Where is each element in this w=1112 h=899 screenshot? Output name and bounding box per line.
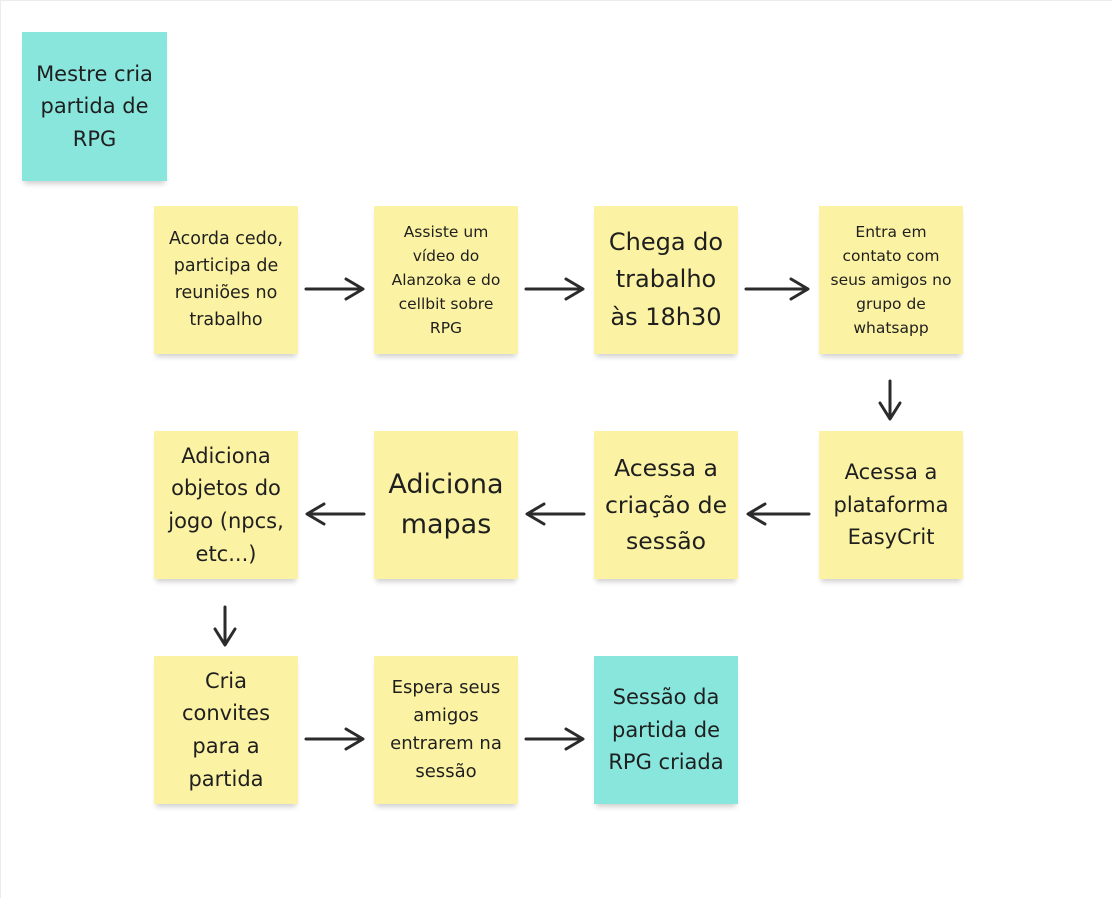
arrow-right-icon (304, 727, 365, 751)
sticky-note-8[interactable]: Adiciona objetos do jogo (npcs, etc...) (154, 431, 298, 579)
sticky-note-text: Cria convites para a partida (181, 668, 271, 791)
sticky-note-start[interactable]: Mestre cria partida de RPG (22, 32, 167, 181)
arrow-right-icon (524, 727, 585, 751)
sticky-note-text: Assiste um vídeo do Alanzoka e do cellbi… (391, 222, 501, 338)
sticky-note-text: Mestre cria partida de RPG (36, 61, 153, 151)
arrow-left-icon (746, 502, 811, 526)
arrow-right-icon (304, 277, 365, 301)
arrow-right-icon (744, 277, 810, 301)
sticky-note-text: Adiciona mapas (388, 468, 504, 541)
sticky-note-text: Acessa a criação de sessão (604, 454, 728, 556)
sticky-note-3[interactable]: Chega do trabalho às 18h30 (594, 206, 738, 354)
arrow-left-icon (525, 502, 586, 526)
arrow-down-icon (213, 605, 237, 647)
sticky-note-text: Entra em contato com seus amigos no grup… (830, 222, 952, 338)
sticky-note-10[interactable]: Espera seus amigos entrarem na sessão (374, 656, 518, 804)
arrow-left-icon (305, 502, 366, 526)
arrow-down-icon (878, 379, 902, 421)
sticky-note-text: Adiciona objetos do jogo (npcs, etc...) (168, 443, 284, 566)
sticky-note-text: Espera seus amigos entrarem na sessão (390, 677, 502, 782)
sticky-note-2[interactable]: Assiste um vídeo do Alanzoka e do cellbi… (374, 206, 518, 354)
arrow-right-icon (524, 277, 585, 301)
sticky-note-9[interactable]: Cria convites para a partida (154, 656, 298, 804)
sticky-note-text: Sessão da partida de RPG criada (608, 685, 724, 775)
sticky-note-5[interactable]: Acessa a plataforma EasyCrit (819, 431, 963, 579)
sticky-note-7[interactable]: Adiciona mapas (374, 431, 518, 579)
sticky-note-6[interactable]: Acessa a criação de sessão (594, 431, 738, 579)
sticky-note-text: Chega do trabalho às 18h30 (608, 228, 724, 331)
sticky-note-end[interactable]: Sessão da partida de RPG criada (594, 656, 738, 804)
sticky-note-text: Acorda cedo, participa de reuniões no tr… (168, 228, 284, 331)
sticky-note-text: Acessa a plataforma EasyCrit (833, 460, 949, 550)
sticky-note-1[interactable]: Acorda cedo, participa de reuniões no tr… (154, 206, 298, 354)
sticky-note-4[interactable]: Entra em contato com seus amigos no grup… (819, 206, 963, 354)
